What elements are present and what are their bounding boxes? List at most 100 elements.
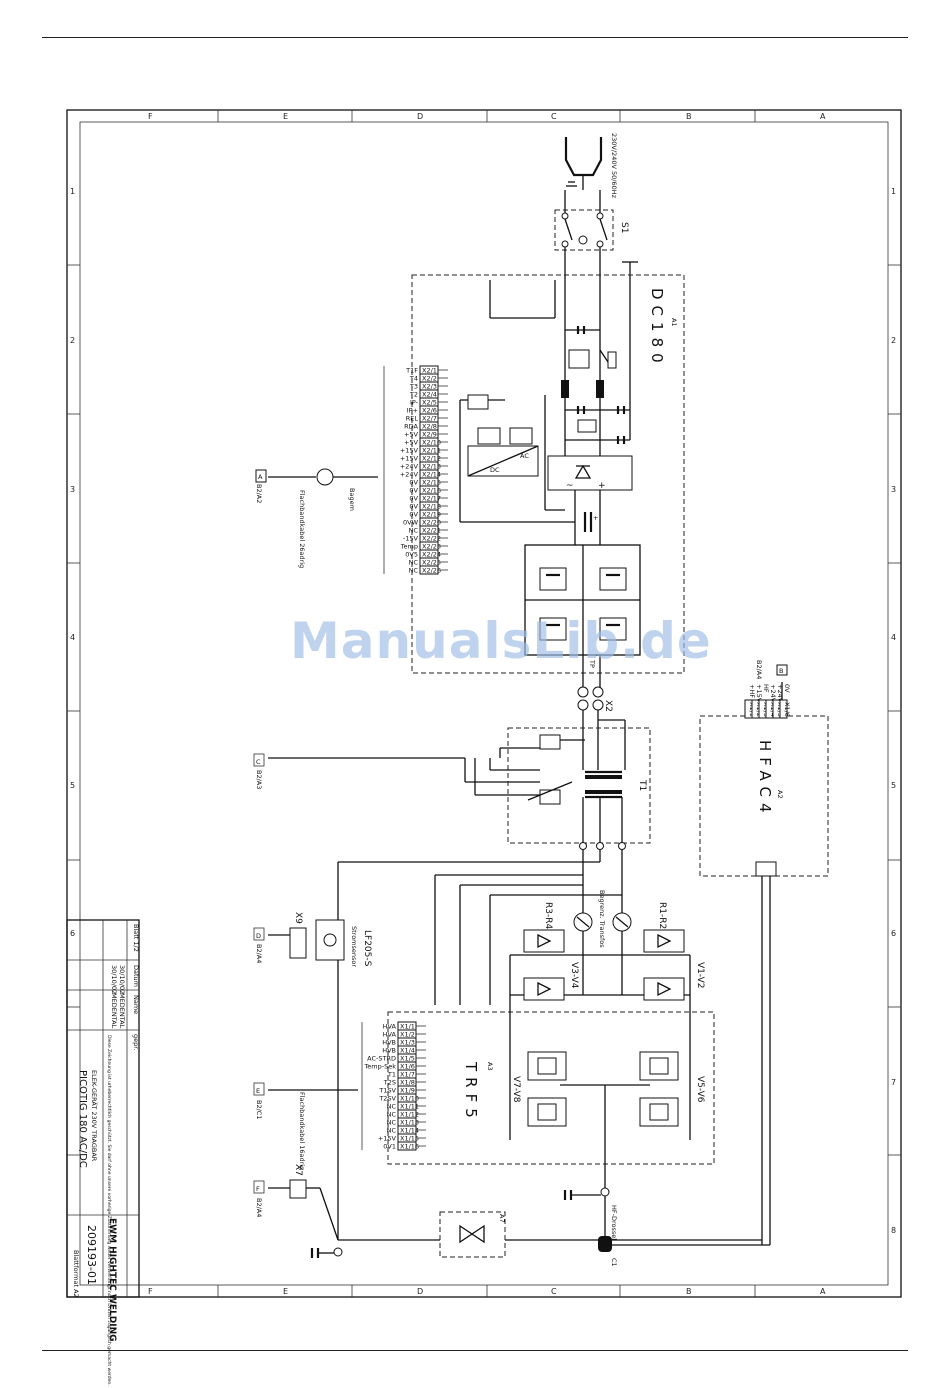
- choke-left: [561, 380, 569, 398]
- rev-sheet: Blatt 1/2: [132, 924, 140, 952]
- pin-number: X1/2: [400, 1031, 415, 1039]
- bridge-rectifier: [547, 455, 633, 491]
- pin-signal: +24V: [400, 463, 419, 471]
- zone-letter: E: [283, 1287, 288, 1296]
- hfac-pin-signal: 0V: [783, 684, 791, 693]
- rev-date-2: 30/10/02: [110, 965, 118, 994]
- t1-transformer: [585, 770, 622, 799]
- sheetref-b-box: [776, 664, 788, 676]
- pin-signal: NC: [387, 1103, 397, 1111]
- pin-number: X1/8: [400, 1079, 415, 1087]
- pin-signal: +15V: [378, 1135, 397, 1143]
- sheetref-c: C: [256, 758, 261, 766]
- hfac4-label: HFAC4: [756, 740, 774, 819]
- pin-signal: 0V: [409, 479, 418, 487]
- pin-signal: Temp: [400, 543, 418, 551]
- zone-number: 5: [891, 781, 896, 790]
- v5v6-label: V5-V6: [695, 1076, 705, 1103]
- pin-number: X2/13: [422, 463, 441, 471]
- pin-signal: HVB: [382, 1039, 396, 1047]
- pin-number: X1/5: [400, 1055, 415, 1063]
- sheetref-b-page: B2/A4: [755, 660, 763, 679]
- sheetref-f-box: [253, 1180, 265, 1194]
- x2-pin-row: IP-X2/5: [383, 397, 448, 407]
- pin-number: X1/14: [400, 1127, 419, 1135]
- x1-pin-row: Temp-Sek X1/6: [361, 1061, 426, 1071]
- c1-label: C1: [610, 1258, 618, 1267]
- pin-number: X1/7: [400, 1071, 415, 1079]
- hfac-pin-label: X1/6: [783, 702, 791, 717]
- dc180-module-box: [411, 274, 685, 674]
- sheetref-b: B: [779, 667, 783, 675]
- x1-pin-row: T1 X1/7: [361, 1069, 426, 1079]
- main-switch-s1: S1: [554, 209, 629, 251]
- svg-text:+: +: [593, 514, 598, 522]
- a7-label: A7: [498, 1214, 506, 1223]
- pin-number: X2/18: [422, 503, 441, 511]
- zone-number: 6: [70, 929, 75, 938]
- pin-signal: RDA: [404, 423, 418, 431]
- ntc-resistor: [577, 419, 597, 433]
- choke-right: [596, 380, 604, 398]
- pin-signal: Temp-Sek: [363, 1063, 396, 1071]
- mains-plug: 230V/240V 50/60Hz: [564, 133, 618, 199]
- svg-text:~: ~: [566, 481, 574, 491]
- pin-signal: +24V: [400, 471, 419, 479]
- pin-signal: IP-: [410, 399, 419, 407]
- pin-number: X1/1: [400, 1023, 415, 1031]
- x7-connector: X7: [289, 1164, 307, 1199]
- bagem-label: Bagem: [348, 488, 356, 511]
- x2-terminal: X2: [577, 686, 613, 712]
- pin-number: X1/4: [400, 1047, 415, 1055]
- sheetref-d-box: [253, 927, 265, 941]
- sheetref-d-page: B2/A4: [255, 944, 263, 963]
- pin-signal: T2S: [383, 1079, 396, 1087]
- pin-number: X2/12: [422, 455, 441, 463]
- pin-number: X2/24: [422, 551, 441, 559]
- pin-signal: 0VW: [403, 519, 419, 527]
- watermark: ManualsLib.de: [290, 612, 712, 670]
- pin-number: X1/6: [400, 1063, 415, 1071]
- zone-number: 2: [70, 336, 75, 345]
- a7-module-box: [439, 1211, 506, 1258]
- x2-pin-row: IP+X2/6: [383, 405, 448, 415]
- svg-text:TP: TP: [588, 659, 596, 668]
- sheetref-c-box: [253, 753, 265, 767]
- zone-letter: C: [551, 1287, 557, 1296]
- current-sensor-label: Stromsensor: [350, 926, 358, 967]
- svg-text:DC: DC: [490, 466, 500, 474]
- zone-number: 1: [70, 187, 75, 196]
- trf5-ref: A3: [486, 1062, 494, 1071]
- pin-signal: T1: [387, 1071, 396, 1079]
- zone-ticks: [67, 110, 901, 1297]
- sheetref-e-box: [253, 1082, 265, 1096]
- pin-signal: -15V: [403, 535, 419, 543]
- inner-frame: [79, 121, 889, 1286]
- pin-number: X1/11: [400, 1103, 419, 1111]
- dc180-label: DC180: [648, 288, 666, 369]
- pin-signal: HVA: [383, 1031, 397, 1039]
- pin-signal: NC: [409, 567, 419, 575]
- product-name: PICOTIG 180 AC/DC: [77, 1070, 88, 1168]
- x9-label: X9: [293, 912, 303, 924]
- pin-number: X2/17: [422, 495, 441, 503]
- hfac-pin: X1/6 0V: [779, 684, 791, 719]
- sheetref-f-page: B2/A4: [255, 1198, 263, 1217]
- lf205-label: LF205-S: [362, 930, 372, 967]
- secondary-wiring: [337, 850, 691, 1240]
